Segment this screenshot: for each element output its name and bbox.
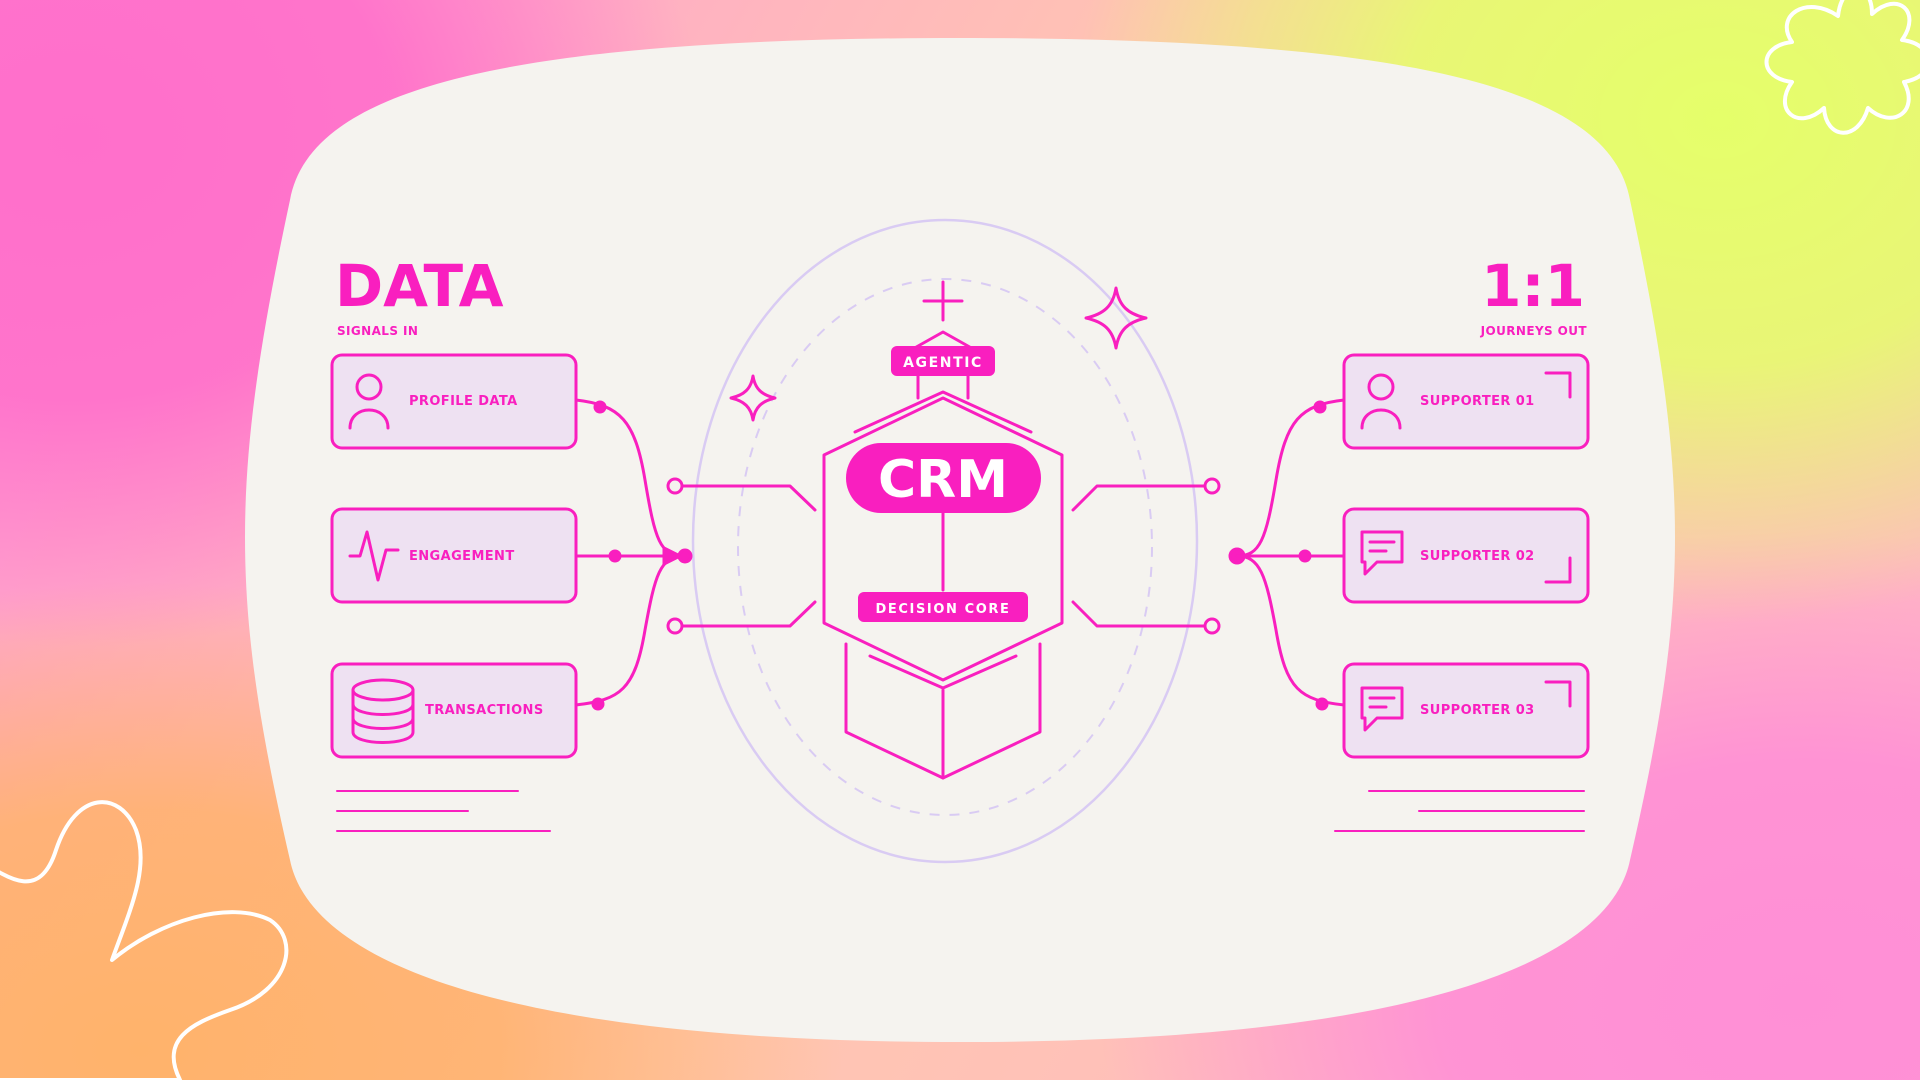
pulse-icon bbox=[348, 530, 400, 582]
agentic-tag-label: AGENTIC bbox=[903, 355, 983, 371]
right-connectors bbox=[1071, 398, 1346, 711]
crm-badge-label: CRM bbox=[878, 450, 1008, 510]
left-text-lines bbox=[336, 790, 551, 832]
person-icon bbox=[1360, 373, 1402, 430]
right-text-lines bbox=[1334, 790, 1585, 832]
plus-icon bbox=[922, 280, 964, 322]
card-label: TRANSACTIONS bbox=[425, 703, 544, 718]
corner-mark-icon bbox=[1544, 680, 1572, 708]
decision-core-tag: DECISION CORE bbox=[858, 592, 1028, 622]
corner-mark-icon bbox=[1544, 556, 1572, 584]
card-label: SUPPORTER 03 bbox=[1420, 703, 1535, 718]
chat-bubble-icon bbox=[1360, 530, 1404, 576]
journey-card-supporter-03: SUPPORTER 03 bbox=[1342, 662, 1590, 759]
decision-core-tag-label: DECISION CORE bbox=[876, 602, 1011, 617]
right-subtitle: JOURNEYS OUT bbox=[1480, 324, 1588, 338]
right-title: 1:1 bbox=[1481, 252, 1585, 320]
crm-badge: CRM bbox=[846, 443, 1041, 513]
diagram-panel bbox=[245, 38, 1675, 1042]
flower-icon-bottom-left bbox=[0, 800, 289, 1080]
card-label: SUPPORTER 02 bbox=[1420, 549, 1535, 564]
left-connectors bbox=[574, 398, 817, 711]
card-label: SUPPORTER 01 bbox=[1420, 394, 1535, 409]
crm-core bbox=[822, 280, 1064, 780]
journey-card-supporter-02: SUPPORTER 02 bbox=[1342, 507, 1590, 604]
person-icon bbox=[348, 373, 390, 430]
sparkle-icon-small bbox=[729, 374, 777, 422]
source-card-transactions: TRANSACTIONS bbox=[330, 662, 578, 759]
card-label: PROFILE DATA bbox=[409, 394, 518, 409]
sparkle-icon-large bbox=[1084, 286, 1148, 350]
chat-bubble-icon bbox=[1360, 686, 1404, 732]
card-label: ENGAGEMENT bbox=[409, 549, 515, 564]
left-subtitle: SIGNALS IN bbox=[337, 324, 418, 338]
left-title: DATA bbox=[335, 252, 504, 320]
source-card-profile-data: PROFILE DATA bbox=[330, 353, 578, 450]
outer-orbit bbox=[691, 218, 1199, 864]
corner-mark-icon bbox=[1544, 371, 1572, 399]
flower-icon-top-right bbox=[1764, 0, 1920, 135]
source-card-engagement: ENGAGEMENT bbox=[330, 507, 578, 604]
agentic-tag: AGENTIC bbox=[891, 346, 995, 376]
database-icon bbox=[351, 678, 415, 744]
journey-card-supporter-01: SUPPORTER 01 bbox=[1342, 353, 1590, 450]
inner-orbit bbox=[737, 278, 1153, 816]
